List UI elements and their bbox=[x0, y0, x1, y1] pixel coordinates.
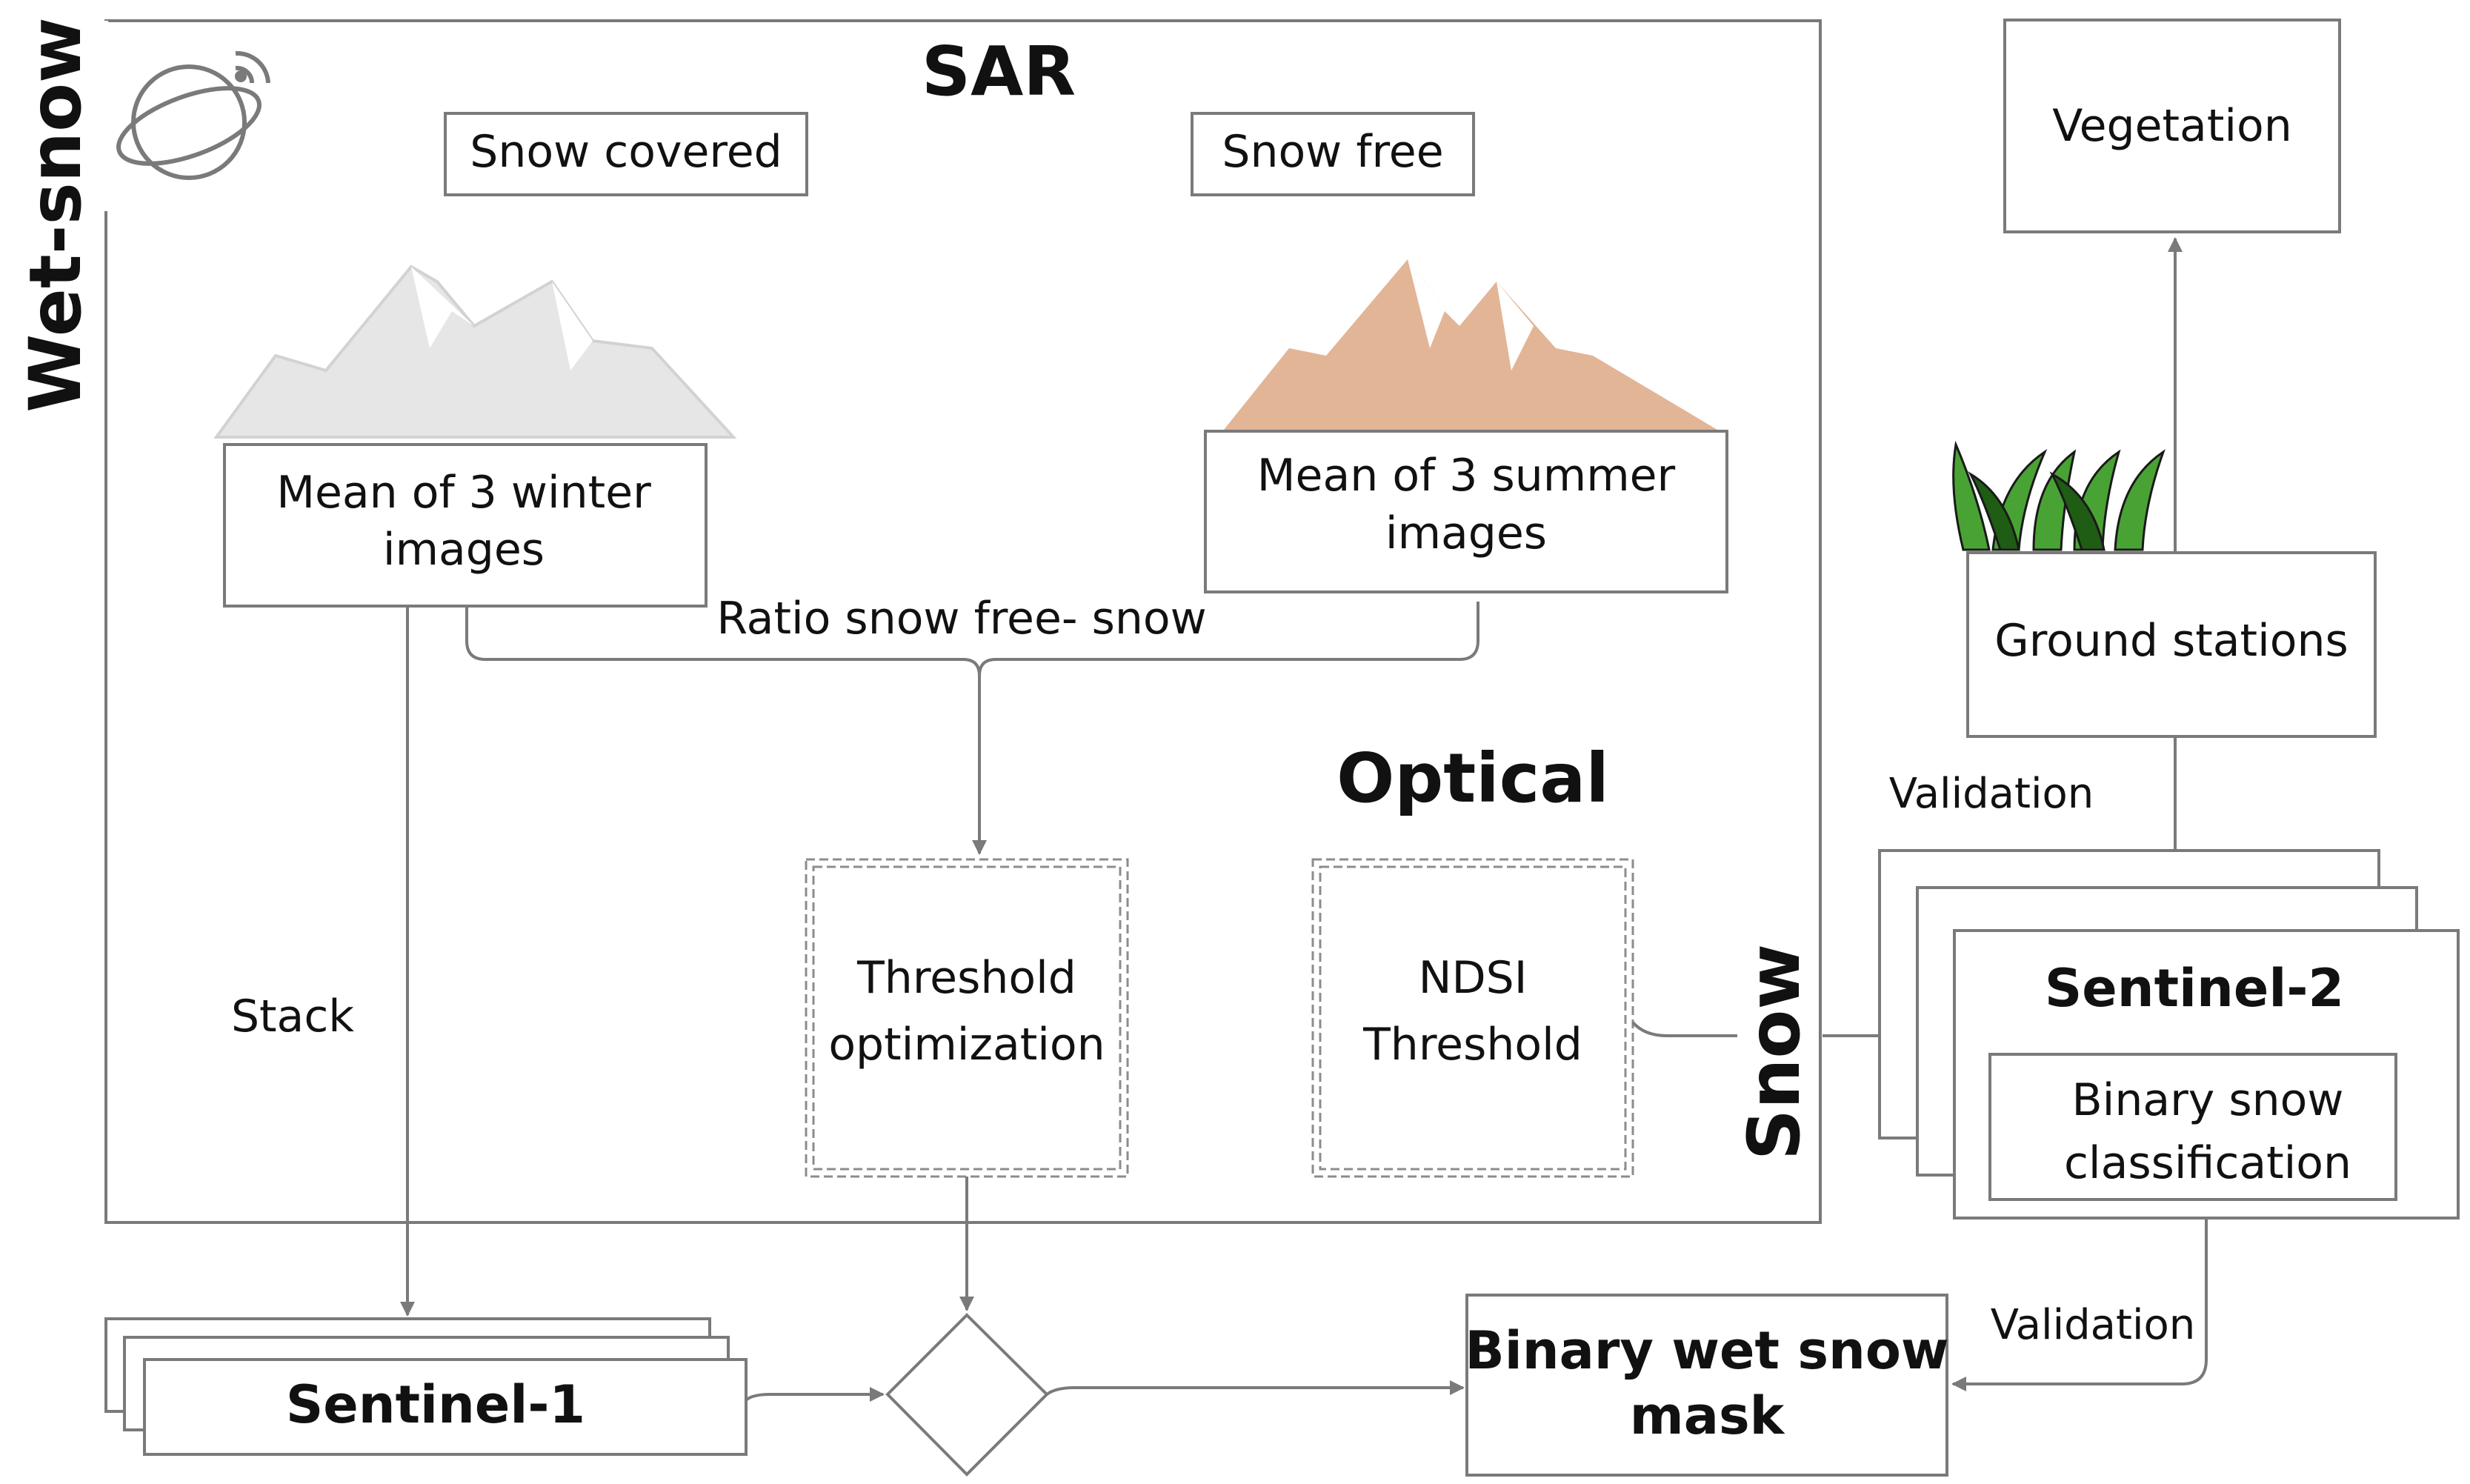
snowy-mountain-icon bbox=[213, 264, 737, 439]
sentinel2-title: Sentinel-2 bbox=[2045, 958, 2344, 1019]
diamond-to-wetmask-edge bbox=[1045, 1380, 1465, 1396]
binary-snow-line1: Binary snow bbox=[2072, 1074, 2344, 1126]
wet-snow-mask-line1: Binary wet snow bbox=[1465, 1320, 1948, 1381]
threshold-optimization-box bbox=[805, 858, 1129, 1178]
ndsi-threshold-inner bbox=[1319, 865, 1627, 1171]
ground-stations-label: Ground stations bbox=[1994, 615, 2349, 667]
ndsi-line2: Threshold bbox=[1362, 1019, 1582, 1071]
sentinel1-box bbox=[143, 1358, 748, 1456]
ratio-label: Ratio snow free- snow bbox=[716, 593, 1206, 645]
snow-free-label: Snow free bbox=[1222, 126, 1443, 178]
wet-snow-mask-line2: mask bbox=[1630, 1385, 1785, 1446]
snow-free-box bbox=[1191, 112, 1475, 196]
vegetation-label: Vegetation bbox=[2052, 100, 2292, 152]
binary-snow-line2: classification bbox=[2064, 1137, 2351, 1189]
sar-title: SAR bbox=[922, 32, 1076, 111]
ndsi-line1: NDSI bbox=[1419, 952, 1528, 1004]
optical-title: Optical bbox=[1336, 739, 1609, 818]
snow-covered-label: Snow covered bbox=[470, 126, 782, 178]
sentinel1-title: Sentinel-1 bbox=[286, 1374, 585, 1435]
winter-mean-line1: Mean of 3 winter bbox=[276, 467, 651, 519]
grass-icon bbox=[1952, 440, 2166, 551]
stack-label: Stack bbox=[231, 991, 354, 1042]
sentinel1-to-diamond-edge bbox=[745, 1387, 885, 1402]
sentinel2-to-wetmask-edge bbox=[1951, 1218, 2208, 1391]
threshold-optimization-line2: optimization bbox=[828, 1019, 1105, 1071]
summer-mean-line1: Mean of 3 summer bbox=[1257, 450, 1676, 502]
snow-label: Snow bbox=[1733, 944, 1816, 1160]
wet-snow-label: Wet-snow bbox=[14, 17, 97, 412]
threshold-optimization-inner bbox=[812, 865, 1122, 1171]
validation-bottom-label: Validation bbox=[1991, 1301, 2196, 1349]
vegetation-box bbox=[2003, 19, 2341, 233]
snow-covered-box bbox=[444, 112, 808, 196]
summer-mean-box bbox=[1204, 430, 1728, 593]
wet-snow-mask-box bbox=[1465, 1294, 1948, 1477]
winter-mean-box bbox=[223, 443, 708, 608]
ground-stations-box bbox=[1966, 551, 2377, 738]
summer-mountain-icon bbox=[1224, 259, 1717, 430]
satellite-icon bbox=[116, 50, 270, 180]
winter-mean-line2: images bbox=[383, 524, 545, 576]
binary-snow-box bbox=[1988, 1053, 2397, 1201]
ndsi-threshold-box bbox=[1311, 858, 1634, 1178]
validation-top-label: Validation bbox=[1889, 770, 2094, 818]
threshold-optimization-line1: Threshold bbox=[856, 952, 1076, 1004]
summer-mean-line2: images bbox=[1385, 508, 1547, 559]
sar-frame bbox=[104, 19, 1822, 1224]
decision-diamond bbox=[885, 1313, 1049, 1477]
ndsi-to-snow-edge bbox=[1631, 1021, 1737, 1037]
